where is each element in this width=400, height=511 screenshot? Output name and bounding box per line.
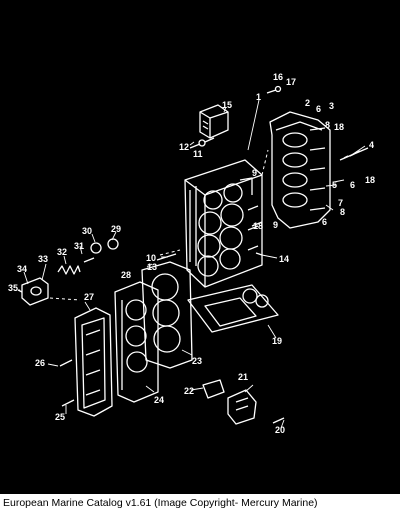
label-9b: 9 <box>273 220 278 230</box>
exploded-parts-diagram: 1 2 3 4 5 6 7 8 9 10 11 12 13 14 15 16 1… <box>0 0 400 494</box>
diagram-svg: 1 2 3 4 5 6 7 8 9 10 11 12 13 14 15 16 1… <box>8 72 375 435</box>
label-7: 7 <box>338 198 343 208</box>
part-22-bracket <box>202 379 225 399</box>
label-6c: 6 <box>322 217 327 227</box>
part-34-thermostat-cover <box>21 277 49 306</box>
label-20: 20 <box>275 425 285 435</box>
part-exhaust-manifold <box>269 111 331 229</box>
label-31: 31 <box>74 241 84 251</box>
label-30: 30 <box>82 226 92 236</box>
label-18b: 18 <box>365 175 375 185</box>
label-25: 25 <box>55 412 65 422</box>
label-34: 34 <box>17 264 27 274</box>
part-4-stud <box>339 147 369 161</box>
label-12: 12 <box>179 142 189 152</box>
label-16: 16 <box>273 72 283 82</box>
label-14: 14 <box>279 254 289 264</box>
label-17: 17 <box>286 77 296 87</box>
label-4: 4 <box>369 140 374 150</box>
label-10: 10 <box>146 253 156 263</box>
label-2: 2 <box>305 98 310 108</box>
label-8b: 8 <box>340 207 345 217</box>
label-15: 15 <box>222 100 232 110</box>
part-24-cylinder-head <box>114 281 159 403</box>
label-23: 23 <box>192 356 202 366</box>
label-33: 33 <box>38 254 48 264</box>
label-11: 11 <box>193 149 203 159</box>
copyright-caption: European Marine Catalog v1.61 (Image Cop… <box>3 497 318 509</box>
label-18: 18 <box>334 122 344 132</box>
label-8: 8 <box>325 120 330 130</box>
label-9: 9 <box>252 168 257 178</box>
label-18c: 18 <box>253 221 263 231</box>
part-labels: 1 2 3 4 5 6 7 8 9 10 11 12 13 14 15 16 1… <box>8 72 375 435</box>
part-16-bolt <box>266 85 282 94</box>
label-26: 26 <box>35 358 45 368</box>
label-6: 6 <box>316 104 321 114</box>
label-5: 5 <box>332 180 337 190</box>
label-22: 22 <box>184 386 194 396</box>
label-21: 21 <box>238 372 248 382</box>
label-28: 28 <box>121 270 131 280</box>
part-21-anode <box>227 389 257 425</box>
leader-lines <box>49 149 269 301</box>
label-29: 29 <box>111 224 121 234</box>
part-12-bolt <box>189 137 215 149</box>
label-1: 1 <box>256 92 261 102</box>
callout-leaders <box>18 99 366 429</box>
part-1-cylinder-block <box>184 159 263 288</box>
part-23-head-gasket <box>141 261 193 369</box>
label-13: 13 <box>147 262 157 272</box>
label-19: 19 <box>272 336 282 346</box>
label-24: 24 <box>154 395 164 405</box>
part-27-head-cover <box>74 307 113 417</box>
part-19-gasket <box>187 284 279 333</box>
label-32: 32 <box>57 247 67 257</box>
part-30-valve <box>83 238 119 263</box>
label-3: 3 <box>329 101 334 111</box>
label-35: 35 <box>8 283 18 293</box>
label-6b: 6 <box>350 180 355 190</box>
part-15-cover <box>199 104 229 139</box>
part-32-spring <box>57 265 81 275</box>
label-27: 27 <box>84 292 94 302</box>
